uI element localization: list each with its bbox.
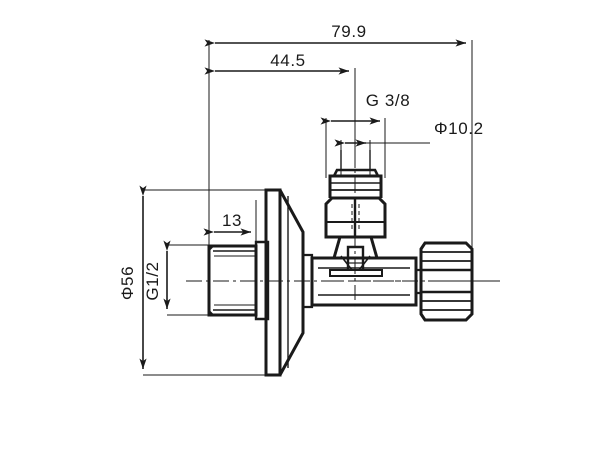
dim-label-overall-length: 79.9 — [331, 22, 367, 41]
dim-label-inlet-thread-length: 13 — [222, 211, 242, 230]
dimension-lines-group — [139, 39, 466, 369]
dim-label-flange-diameter: Φ56 — [118, 266, 137, 300]
dim-label-inlet-to-outlet: 44.5 — [270, 51, 306, 70]
dim-label-outlet-thread: G 3/8 — [366, 91, 411, 110]
dim-label-inlet-thread: G1/2 — [143, 261, 162, 300]
valve-geometry-group — [207, 150, 474, 377]
dim-label-outlet-bore: Φ10.2 — [434, 119, 484, 138]
component-inlet-shoulder — [254, 240, 270, 321]
component-knurled-handle-knob — [416, 241, 474, 322]
component-outlet-compression-nut — [324, 150, 387, 239]
